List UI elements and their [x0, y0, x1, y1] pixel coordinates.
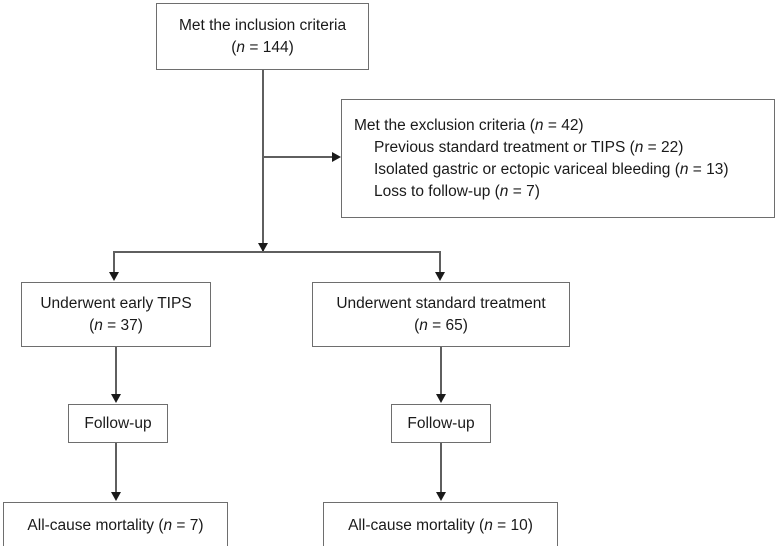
followup-left-label: Follow-up [84, 414, 152, 432]
node-inclusion-criteria: Met the inclusion criteria (n = 144) [156, 3, 369, 70]
mortality-left-line: All-cause mortality (n = 7) [27, 515, 203, 537]
node-followup-standard-treatment: Follow-up [391, 404, 491, 443]
exclusion-total-value: = 42) [543, 116, 584, 134]
connector-early-tips-to-followup [115, 347, 117, 397]
inclusion-n-symbol: n [236, 38, 246, 56]
connector-split-bar [113, 251, 441, 253]
connector-to-exclusion [262, 156, 334, 158]
arrowhead-to-exclusion [332, 152, 341, 162]
standard-treatment-line-2: (n = 65) [414, 315, 468, 337]
inclusion-count-prefix: ( [231, 38, 237, 56]
arrowhead-early-tips-to-followup [111, 394, 121, 403]
connector-inclusion-to-split [262, 70, 264, 252]
exclusion-n-symbol-1: n [534, 116, 544, 134]
early-tips-line-2: (n = 37) [89, 315, 143, 337]
connector-split-leg-right [439, 251, 441, 275]
mortality-left-prefix: All-cause mortality ( [27, 517, 164, 534]
node-standard-treatment: Underwent standard treatment (n = 65) [312, 282, 570, 347]
early-tips-line-1: Underwent early TIPS [40, 294, 192, 312]
arrowhead-standard-to-followup [436, 394, 446, 403]
arrowhead-to-early-tips [109, 272, 119, 281]
exclusion-prev-treatment-prefix: Previous standard treatment or TIPS ( [374, 138, 635, 156]
standard-treatment-line-1: Underwent standard treatment [336, 294, 546, 312]
early-tips-count-prefix: ( [89, 316, 95, 334]
connector-split-leg-left [113, 251, 115, 275]
mortality-right-line: All-cause mortality (n = 10) [348, 515, 533, 537]
standard-treatment-n-symbol: n [419, 316, 428, 334]
exclusion-n-symbol-4: n [499, 182, 509, 200]
exclusion-prev-treatment-value: = 22) [643, 138, 684, 156]
exclusion-line-1: Met the exclusion criteria (n = 42) [354, 115, 584, 137]
inclusion-count-value: = 144) [245, 38, 294, 56]
mortality-left-n-symbol: n [163, 517, 173, 534]
node-followup-early-tips: Follow-up [68, 404, 168, 443]
exclusion-line-2: Previous standard treatment or TIPS (n =… [354, 137, 683, 159]
early-tips-n-symbol: n [94, 316, 103, 334]
node-mortality-early-tips: All-cause mortality (n = 7) [3, 502, 228, 546]
connector-followup-to-mortality-left [115, 443, 117, 495]
exclusion-loss-followup-value: = 7) [508, 182, 540, 200]
arrowhead-followup-to-mortality-right [436, 492, 446, 501]
inclusion-line-1: Met the inclusion criteria [178, 16, 347, 34]
mortality-right-n-symbol: n [484, 517, 493, 534]
arrowhead-followup-to-mortality-left [111, 492, 121, 501]
exclusion-variceal-value: = 13) [688, 160, 729, 178]
exclusion-variceal-prefix: Isolated gastric or ectopic variceal ble… [374, 160, 680, 178]
mortality-right-prefix: All-cause mortality ( [348, 517, 485, 534]
connector-followup-to-mortality-right [440, 443, 442, 495]
node-early-tips: Underwent early TIPS (n = 37) [21, 282, 211, 347]
node-exclusion-criteria: Met the exclusion criteria (n = 42) Prev… [341, 99, 775, 218]
mortality-right-value: = 10) [492, 517, 533, 534]
exclusion-n-symbol-2: n [634, 138, 644, 156]
exclusion-loss-followup-prefix: Loss to follow-up ( [374, 182, 500, 200]
arrowhead-inclusion-to-split [258, 243, 268, 252]
inclusion-line-2: (n = 144) [231, 37, 293, 59]
exclusion-line-4: Loss to follow-up (n = 7) [354, 181, 540, 203]
early-tips-count-value: = 37) [102, 316, 143, 334]
arrowhead-to-standard-treatment [435, 272, 445, 281]
exclusion-n-symbol-3: n [679, 160, 689, 178]
connector-standard-to-followup [440, 347, 442, 397]
exclusion-total-prefix: Met the exclusion criteria ( [354, 116, 535, 134]
standard-treatment-count-prefix: ( [414, 316, 420, 334]
exclusion-line-3: Isolated gastric or ectopic variceal ble… [354, 159, 729, 181]
followup-right-label: Follow-up [407, 414, 475, 432]
standard-treatment-count-value: = 65) [427, 316, 468, 334]
mortality-left-value: = 7) [172, 517, 204, 534]
node-mortality-standard-treatment: All-cause mortality (n = 10) [323, 502, 558, 546]
